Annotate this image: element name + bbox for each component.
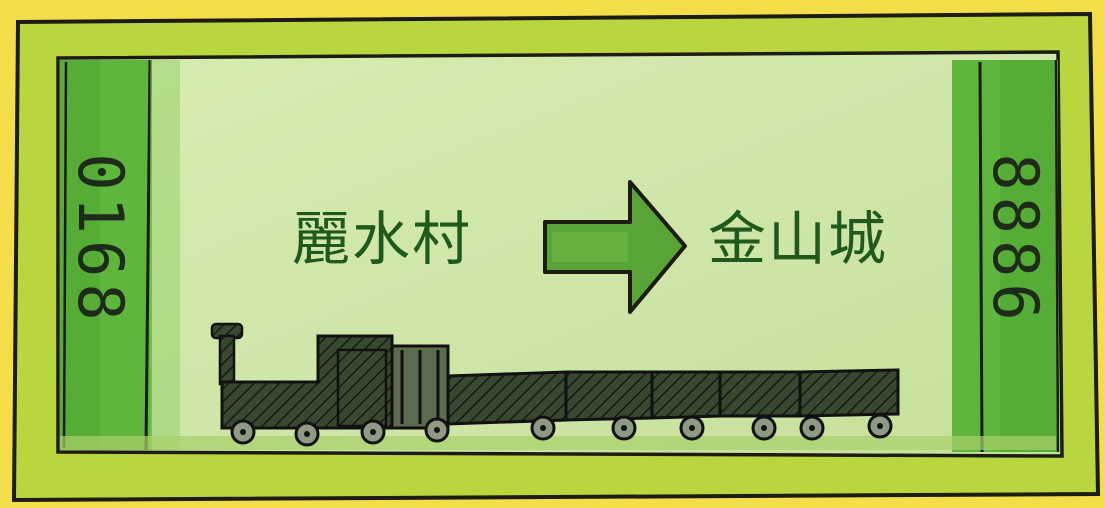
route-destination: 金山城 <box>708 205 889 273</box>
serial-number-right: 8886 <box>979 153 1052 327</box>
serial-number-left: 0168 <box>64 153 137 327</box>
route-origin: 麗水村 <box>292 205 473 273</box>
steam-train-icon <box>210 322 900 447</box>
